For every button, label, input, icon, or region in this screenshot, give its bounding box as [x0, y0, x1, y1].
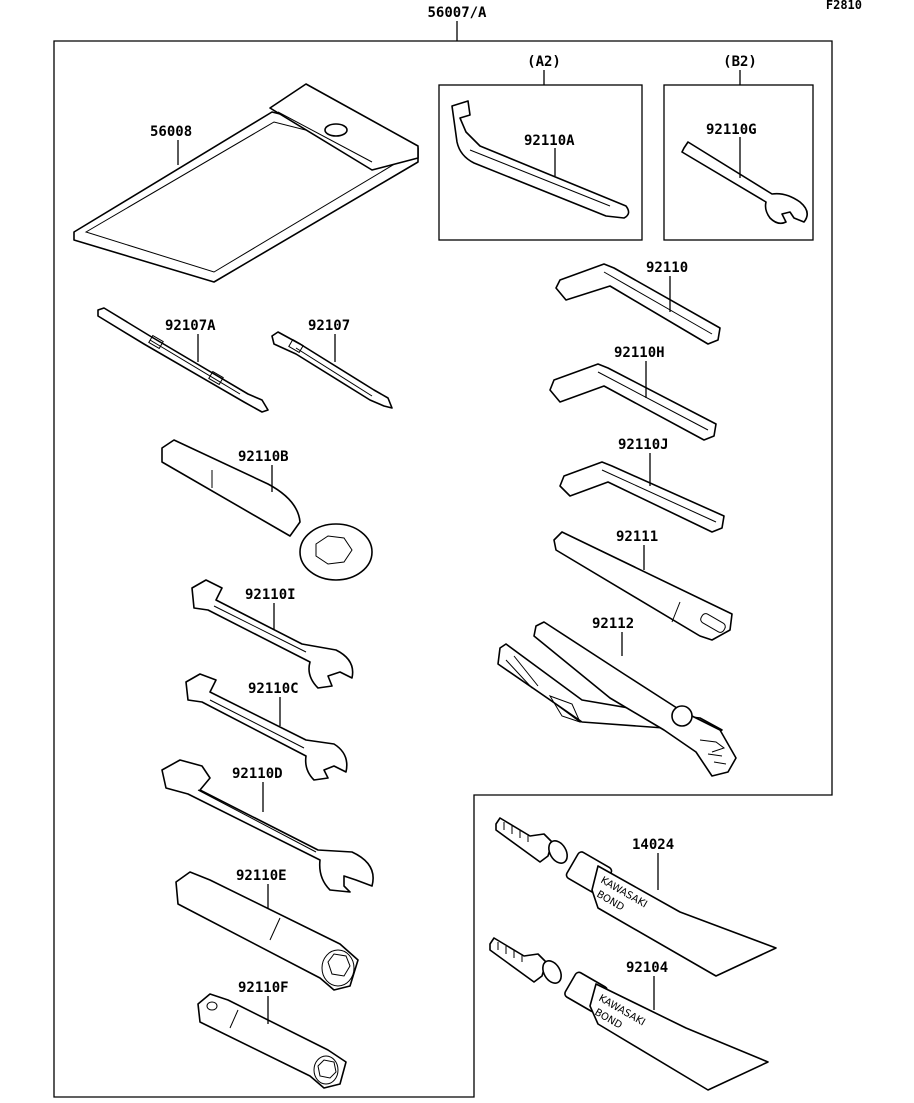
wrench-92110c	[185, 673, 348, 781]
label-92110c: 92110C	[248, 681, 299, 697]
hex-key-92110	[555, 263, 721, 345]
assembly-outline	[53, 40, 833, 1098]
label-14024: 14024	[632, 837, 674, 853]
bond-tube-14024: KAWASAKI BOND	[495, 817, 777, 977]
label-92110e: 92110E	[236, 868, 287, 884]
label-92110b: 92110B	[238, 449, 289, 465]
label-92110h: 92110H	[614, 345, 665, 361]
screwdriver-bit-92107	[271, 331, 393, 409]
box-wrench-92110f	[197, 993, 347, 1089]
group-a2-label: (A2)	[527, 54, 561, 70]
pliers-92112	[497, 621, 737, 777]
ring-spanner-92110b	[161, 439, 373, 581]
label-92110f: 92110F	[238, 980, 289, 996]
hook-spanner-92110a	[451, 100, 630, 219]
label-92110a: 92110A	[524, 133, 575, 149]
label-92107a: 92107A	[165, 318, 216, 334]
label-92110g: 92110G	[706, 122, 757, 138]
label-92111: 92111	[616, 529, 658, 545]
label-92107: 92107	[308, 318, 350, 334]
tool-bag-56008	[73, 83, 419, 283]
box-wrench-92110e	[175, 871, 359, 991]
assembly-label: 56007/A	[427, 5, 487, 21]
label-92112: 92112	[592, 616, 634, 632]
label-92110d: 92110D	[232, 766, 283, 782]
group-a2-box	[438, 84, 643, 241]
hex-key-92110h	[549, 363, 717, 441]
label-92104: 92104	[626, 960, 668, 976]
label-92110: 92110	[646, 260, 688, 276]
hex-key-92110j	[559, 461, 725, 533]
wrench-92110d	[161, 759, 374, 893]
figure-id: F2810	[826, 0, 862, 12]
group-b2-box	[663, 84, 814, 241]
wrench-92110i	[191, 579, 354, 689]
label-56008: 56008	[150, 124, 192, 140]
handle-92111	[553, 531, 733, 641]
wrench-92110g	[681, 141, 808, 225]
screwdriver-bit-92107a	[97, 307, 269, 413]
label-92110i: 92110I	[245, 587, 296, 603]
group-b2-label: (B2)	[723, 54, 757, 70]
label-92110j: 92110J	[618, 437, 669, 453]
